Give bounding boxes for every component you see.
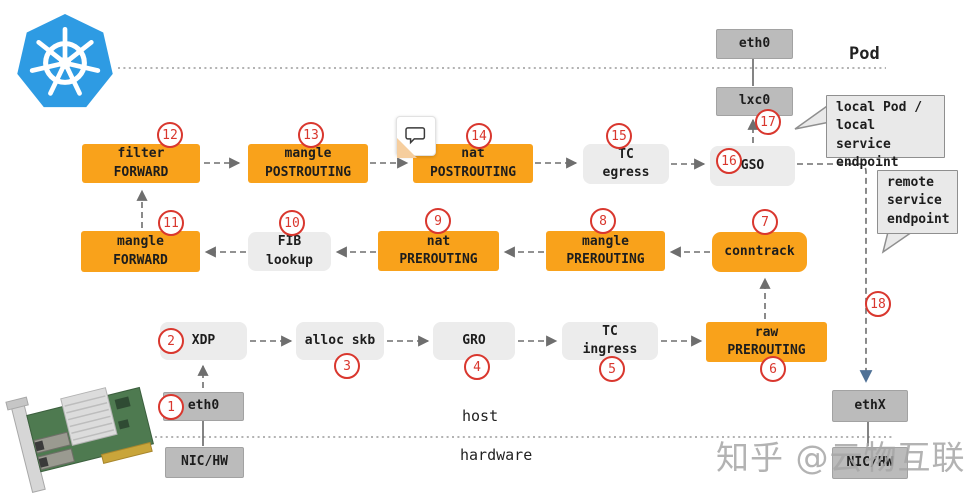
node-conntrack: conntrack — [712, 232, 807, 272]
zhihu-watermark: 知乎 @云物互联 — [716, 438, 964, 477]
node-tc-egress: TC egress — [583, 144, 669, 184]
step-17: 17 — [755, 109, 781, 135]
local-callout-tail — [794, 102, 831, 130]
step-6: 6 — [760, 356, 786, 382]
node-ethx: ethX — [832, 390, 908, 422]
node-host-nic: NIC/HW — [165, 447, 244, 478]
node-mangle-postrouting: mangle POSTROUTING — [248, 144, 368, 183]
step-14: 14 — [466, 123, 492, 149]
node-lxc0: lxc0 — [716, 87, 793, 116]
network-card-image — [5, 386, 154, 494]
note-fold-corner — [397, 138, 417, 158]
gso-to-ethx-path — [797, 163, 873, 383]
node-nat-prerouting: nat PREROUTING — [378, 231, 499, 271]
step-11: 11 — [158, 210, 184, 236]
remote-endpoint-callout: remote service endpoint — [877, 170, 958, 234]
step-16: 16 — [716, 148, 742, 174]
node-mangle-forward: mangle FORWARD — [81, 231, 200, 272]
kubernetes-logo — [17, 14, 113, 108]
node-mangle-prerouting: mangle PREROUTING — [546, 231, 665, 271]
step-1: 1 — [158, 394, 184, 420]
remote-callout-tail — [881, 231, 915, 254]
node-remote-nic: NIC/HW — [832, 447, 908, 479]
step-4: 4 — [464, 354, 490, 380]
pod-zone-label: Pod — [849, 44, 880, 64]
step-2: 2 — [158, 328, 184, 354]
step-7: 7 — [752, 209, 778, 235]
step-12: 12 — [157, 122, 183, 148]
node-gro: GRO — [433, 322, 515, 360]
host-zone-label: host — [462, 407, 499, 425]
node-tc-ingress: TC ingress — [562, 322, 658, 360]
step-10: 10 — [279, 210, 305, 236]
step-15: 15 — [606, 123, 632, 149]
node-filter-forward: filter FORWARD — [82, 144, 200, 183]
hardware-zone-label: hardware — [460, 446, 533, 464]
step-18: 18 — [865, 291, 891, 317]
step-9: 9 — [425, 208, 451, 234]
step-3: 3 — [334, 353, 360, 379]
step-13: 13 — [298, 122, 324, 148]
speech-bubble-icon — [405, 127, 426, 145]
step-8: 8 — [590, 208, 616, 234]
local-endpoint-callout: local Pod / local service endpoint — [826, 95, 945, 170]
node-fib-lookup: FIB lookup — [248, 232, 331, 271]
step-5: 5 — [599, 356, 625, 382]
node-raw-prerouting: raw PREROUTING — [706, 322, 827, 362]
node-pod-eth0: eth0 — [716, 29, 793, 59]
